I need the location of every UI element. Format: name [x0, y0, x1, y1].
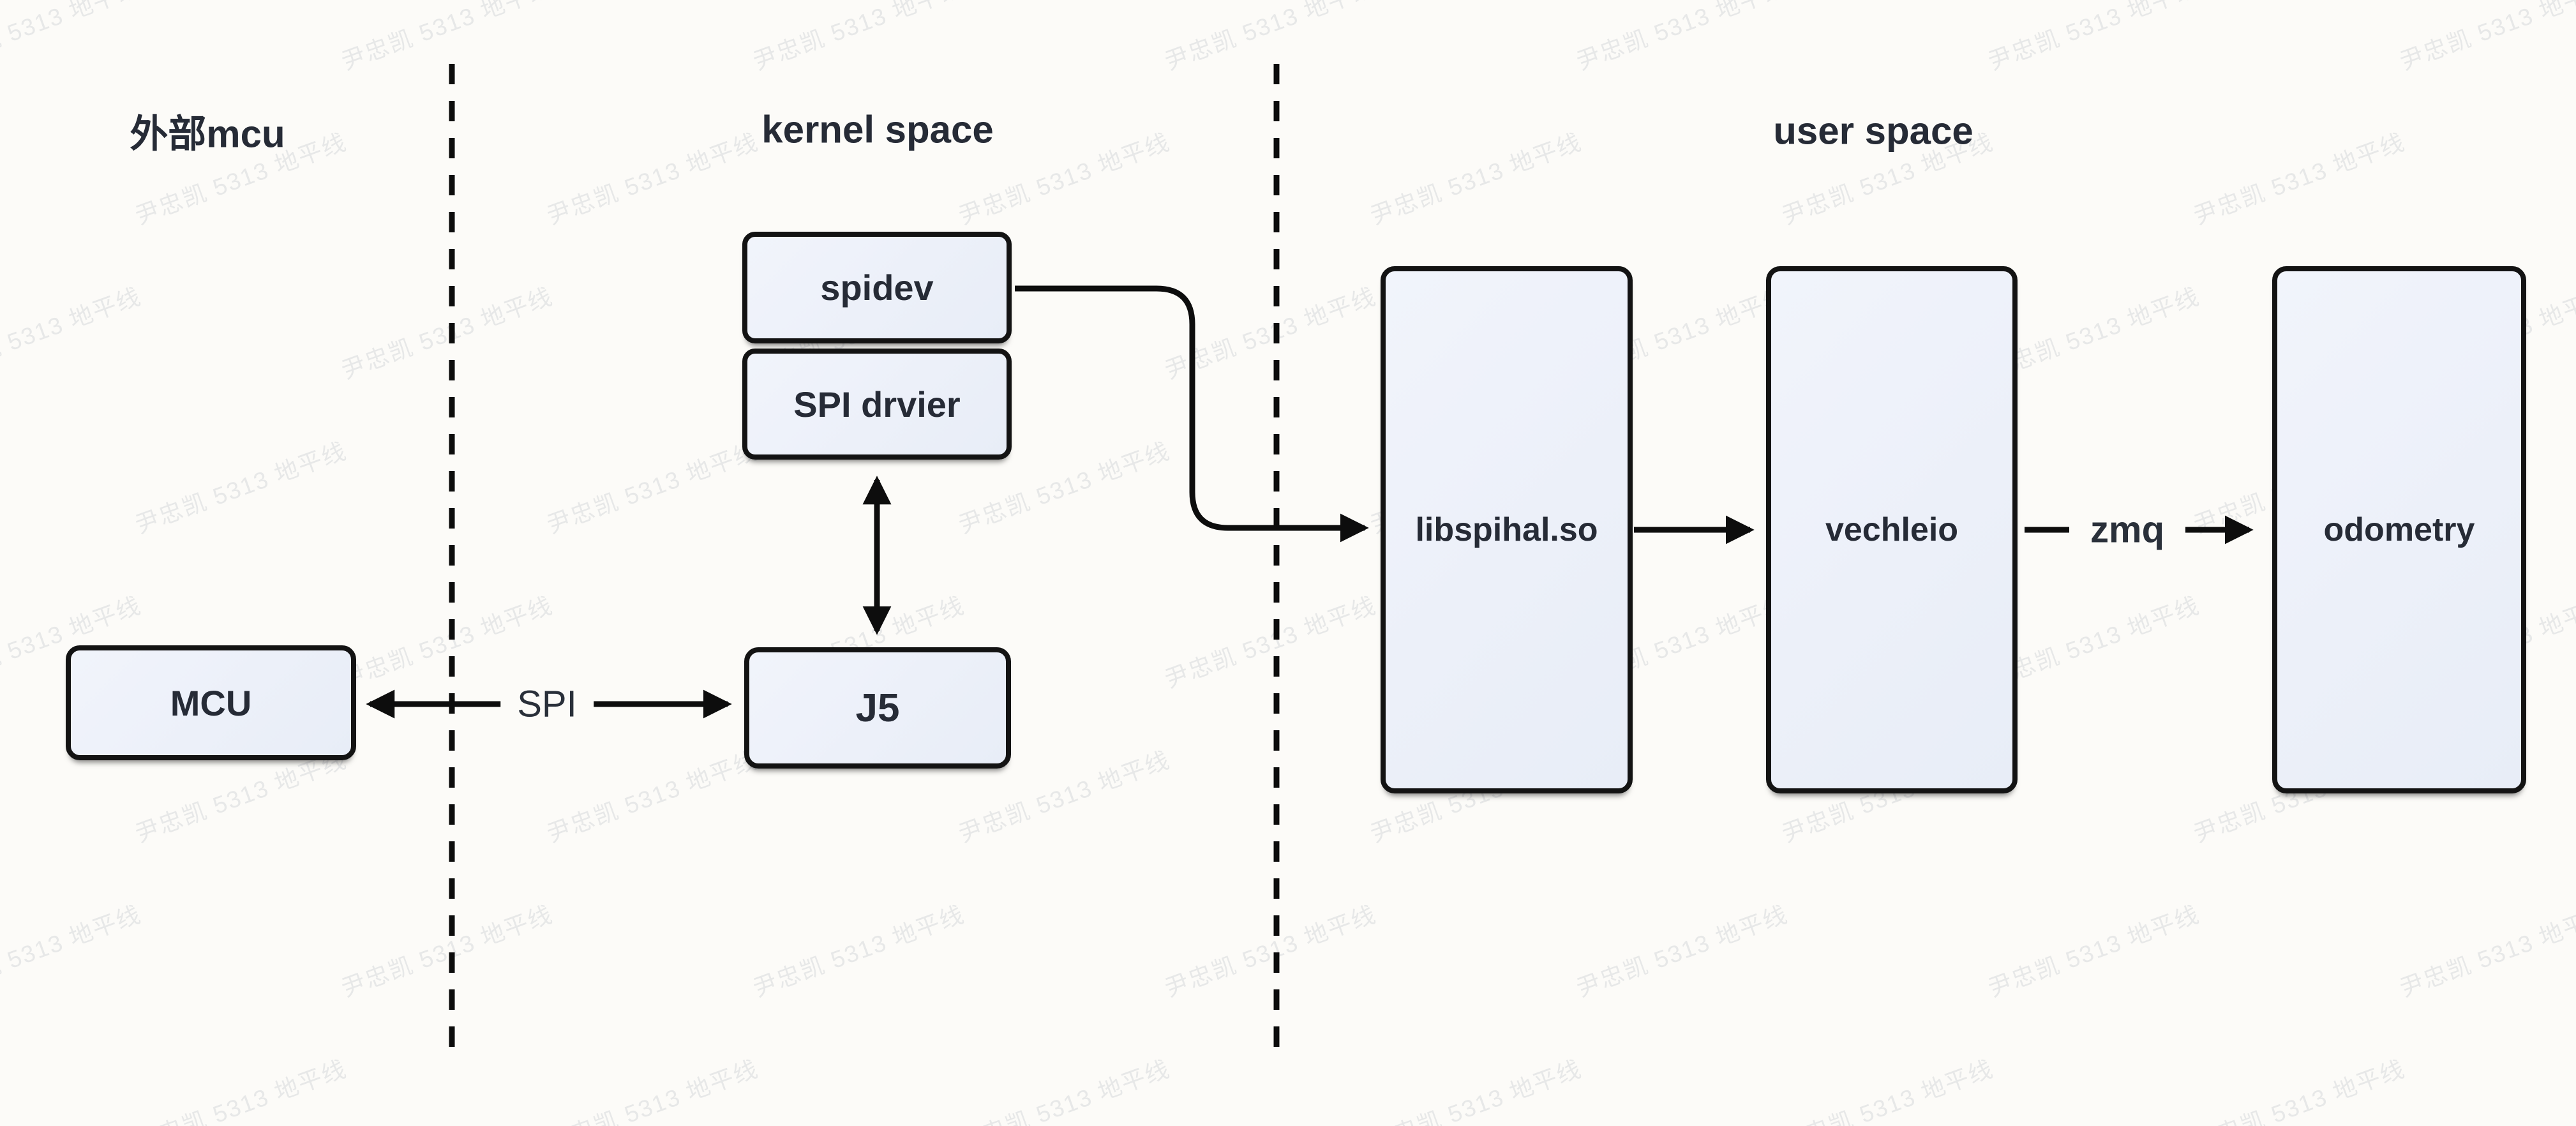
box-spidev: spidev	[742, 232, 1012, 343]
box-j5-label: J5	[855, 686, 900, 730]
box-vechleio-label: vechleio	[1825, 511, 1959, 548]
box-odometry: odometry	[2272, 266, 2526, 793]
box-spi-driver: SPI drvier	[742, 349, 1012, 460]
connector-spidev-libspihal	[1015, 285, 1369, 543]
box-odometry-label: odometry	[2323, 511, 2475, 548]
box-libspihal: libspihal.so	[1381, 266, 1633, 793]
spi-bus-label: SPI	[500, 682, 594, 726]
box-libspihal-label: libspihal.so	[1415, 511, 1598, 548]
section-label-user-space: user space	[1773, 109, 1973, 153]
section-label-kernel-space: kernel space	[761, 108, 994, 151]
box-mcu-label: MCU	[170, 682, 252, 723]
box-spi-driver-label: SPI drvier	[793, 384, 961, 424]
section-label-external-mcu: 外部mcu	[130, 112, 285, 156]
zmq-label: zmq	[2090, 509, 2164, 551]
box-j5: J5	[744, 647, 1011, 769]
box-mcu: MCU	[66, 645, 356, 760]
box-spidev-label: spidev	[820, 267, 934, 308]
box-vechleio: vechleio	[1766, 266, 2018, 793]
